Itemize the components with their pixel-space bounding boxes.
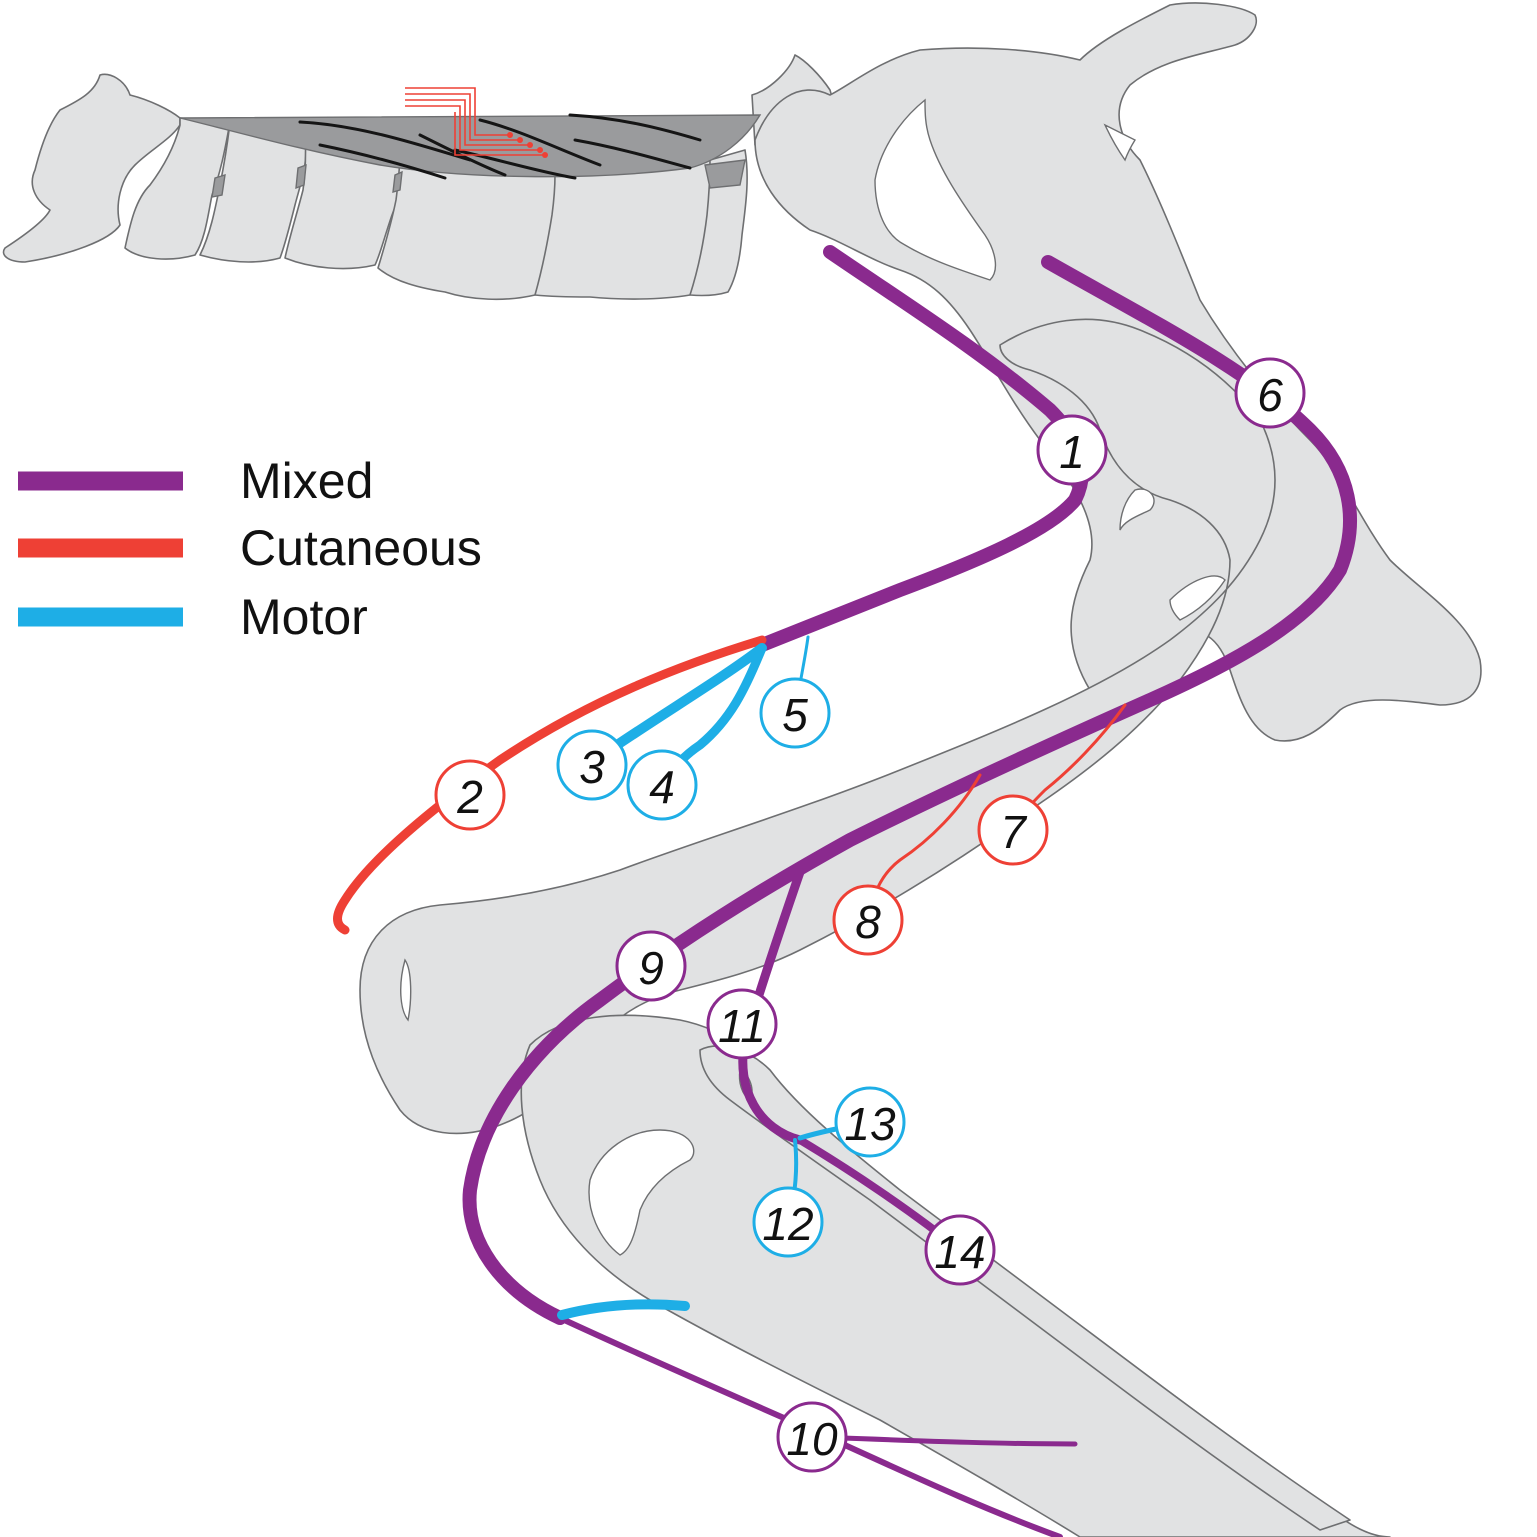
nerve-label-6: 6 <box>1234 357 1306 429</box>
femoral-fossa <box>1119 488 1155 531</box>
nerve-label-4: 4 <box>626 749 698 821</box>
mixed-nerve-10-branch <box>812 1434 1078 1447</box>
spine <box>2 54 833 301</box>
nerve-label-number: 10 <box>786 1413 838 1465</box>
legend: Mixed Cutaneous Motor <box>18 453 482 645</box>
nerve-label-number: 11 <box>718 1000 766 1052</box>
nerve-label-circle <box>752 1186 824 1258</box>
nerve-label-number: 7 <box>1000 806 1027 858</box>
nerve-label-2: 2 <box>434 759 506 831</box>
nerve-label-number: 6 <box>1257 369 1283 421</box>
nerve-label-number: 13 <box>844 1098 896 1150</box>
nerve-label-number: 12 <box>762 1198 813 1250</box>
nerve-label-circle <box>759 677 831 749</box>
nerve-label-13: 13 <box>834 1086 906 1158</box>
mixed-nerve-6 <box>462 255 1357 1325</box>
motor-nerve-tibial-branch <box>557 1299 690 1320</box>
nerve-label-number: 4 <box>649 761 675 813</box>
muscle-fibers <box>298 113 702 180</box>
nerve-label-circle <box>924 1214 996 1286</box>
nerve-label-10: 10 <box>776 1401 848 1473</box>
nerve-label-circle <box>706 988 778 1060</box>
nerve-label-circle <box>1036 414 1108 486</box>
nerve-label-circle <box>1234 357 1306 429</box>
nerve-label-11: 11 <box>706 988 778 1060</box>
nerve-label-circle <box>434 759 506 831</box>
epaxial-muscle <box>179 114 762 178</box>
nerve-label-12: 12 <box>752 1186 824 1258</box>
spinal-root-lines <box>405 87 545 156</box>
pelvic-notch <box>1103 123 1137 162</box>
legend-label-cutaneous: Cutaneous <box>240 520 482 576</box>
mixed-nerve-1 <box>755 245 1089 652</box>
nerve-label-circle <box>776 1401 848 1473</box>
nerve-label-14: 14 <box>924 1214 996 1286</box>
patellar-notch <box>400 958 412 1022</box>
nerve-label-circle <box>556 729 628 801</box>
spinal-root-dots <box>507 132 548 158</box>
tibial-groove <box>588 1129 695 1256</box>
nerve-label-circle <box>977 794 1049 866</box>
nerve-label-number: 9 <box>638 942 664 994</box>
nerve-label-number: 1 <box>1059 426 1085 478</box>
obturator-foramen <box>874 98 997 281</box>
legend-label-mixed: Mixed <box>240 453 373 509</box>
femur <box>359 318 1276 1135</box>
trochanter-notch <box>1169 575 1226 621</box>
nerve-label-number: 3 <box>579 741 605 793</box>
nerve-label-circle <box>834 1086 906 1158</box>
skeleton <box>2 2 1482 1537</box>
nerve-label-number: 8 <box>855 896 881 948</box>
nerve-label-9: 9 <box>615 930 687 1002</box>
nerve-label-5: 5 <box>759 677 831 749</box>
nerve-label-number: 14 <box>934 1226 985 1278</box>
nerve-label-1: 1 <box>1036 414 1108 486</box>
nerve-label-circle <box>626 749 698 821</box>
nerve-label-7: 7 <box>977 794 1049 866</box>
legend-label-motor: Motor <box>240 589 368 645</box>
nerve-label-3: 3 <box>556 729 628 801</box>
nerve-label-number: 5 <box>782 689 808 741</box>
nerve-label-number: 2 <box>456 771 483 823</box>
nerve-label-circle <box>832 884 904 956</box>
nerve-label-circle <box>615 930 687 1002</box>
nerve-label-8: 8 <box>832 884 904 956</box>
